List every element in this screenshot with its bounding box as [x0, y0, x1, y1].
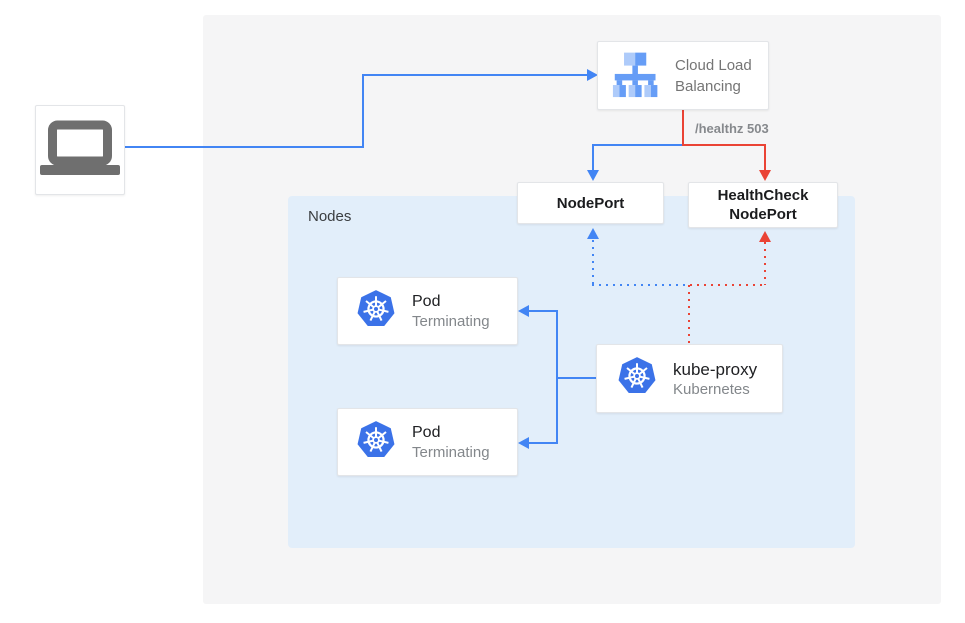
pod2-status: Terminating — [412, 443, 490, 461]
cloud-load-balancing-label-line2: Balancing — [675, 77, 741, 95]
dotted-arrow-into-healthcheck — [759, 231, 771, 242]
cloud-load-balancing-card: Cloud Load Balancing — [597, 41, 769, 110]
kubernetes-icon — [617, 356, 657, 401]
healthcheck-label-line2: NodePort — [729, 206, 797, 223]
arrow-into-load-balancer — [587, 69, 598, 81]
kubeproxy-to-nodeport-dotted-v — [592, 240, 594, 285]
healthz-status-label: /healthz 503 — [695, 121, 769, 136]
kubeproxy-dotted-line-v — [688, 285, 690, 344]
client-to-lb-line-h2 — [362, 74, 588, 76]
healthcheck-label-line1: HealthCheck — [717, 187, 809, 204]
pod1-card: Pod Terminating — [337, 277, 518, 345]
pod2-card: Pod Terminating — [337, 408, 518, 476]
lb-healthcheck-line-v2 — [764, 144, 766, 171]
nodeport-label: NodePort — [556, 194, 625, 212]
kubeproxy-to-healthcheck-dotted-h — [690, 284, 765, 286]
kube-proxy-card: kube-proxy Kubernetes — [596, 344, 783, 413]
kubeproxy-to-pods-line-v — [556, 310, 558, 444]
kubernetes-icon — [356, 420, 396, 465]
line-to-pod1-h — [529, 310, 557, 312]
client-to-lb-line-h1 — [125, 146, 364, 148]
lb-to-nodeport-line-v — [592, 144, 594, 171]
kubeproxy-to-healthcheck-dotted-v — [764, 242, 766, 285]
pod1-text: Pod Terminating — [412, 292, 490, 331]
pod1-title: Pod — [412, 292, 441, 310]
pod1-status: Terminating — [412, 312, 490, 330]
dotted-arrow-into-nodeport — [587, 228, 599, 239]
cloud-load-balancing-label: Cloud Load Balancing — [675, 55, 752, 97]
kube-proxy-text: kube-proxy Kubernetes — [673, 359, 757, 399]
healthcheck-nodeport-card: HealthCheck NodePort — [688, 182, 838, 228]
kube-proxy-subtitle: Kubernetes — [673, 380, 750, 398]
line-to-pod2-h — [529, 442, 557, 444]
laptop-icon — [35, 103, 125, 198]
arrow-into-pod1 — [518, 305, 529, 317]
kubernetes-icon — [356, 289, 396, 334]
lb-to-nodeport-line-h — [592, 144, 684, 146]
client-to-lb-line-v — [362, 74, 364, 148]
nodeport-card: NodePort — [517, 182, 664, 224]
cloud-load-balancing-icon — [611, 48, 663, 103]
arrow-into-nodeport — [587, 170, 599, 181]
pod2-title: Pod — [412, 423, 441, 441]
kubeproxy-to-pods-line-h — [556, 377, 596, 379]
kube-proxy-title: kube-proxy — [673, 359, 758, 379]
kubeproxy-to-nodeport-dotted-h — [592, 284, 690, 286]
arrow-into-pod2 — [518, 437, 529, 449]
lb-healthcheck-line-h — [682, 144, 766, 146]
cloud-load-balancing-label-line1: Cloud Load — [675, 56, 752, 74]
nodes-group-label: Nodes — [308, 208, 352, 225]
pod2-text: Pod Terminating — [412, 423, 490, 462]
lb-healthcheck-line-v1 — [682, 110, 684, 146]
client-card — [35, 105, 125, 195]
arrow-into-healthcheck-nodeport — [759, 170, 771, 181]
